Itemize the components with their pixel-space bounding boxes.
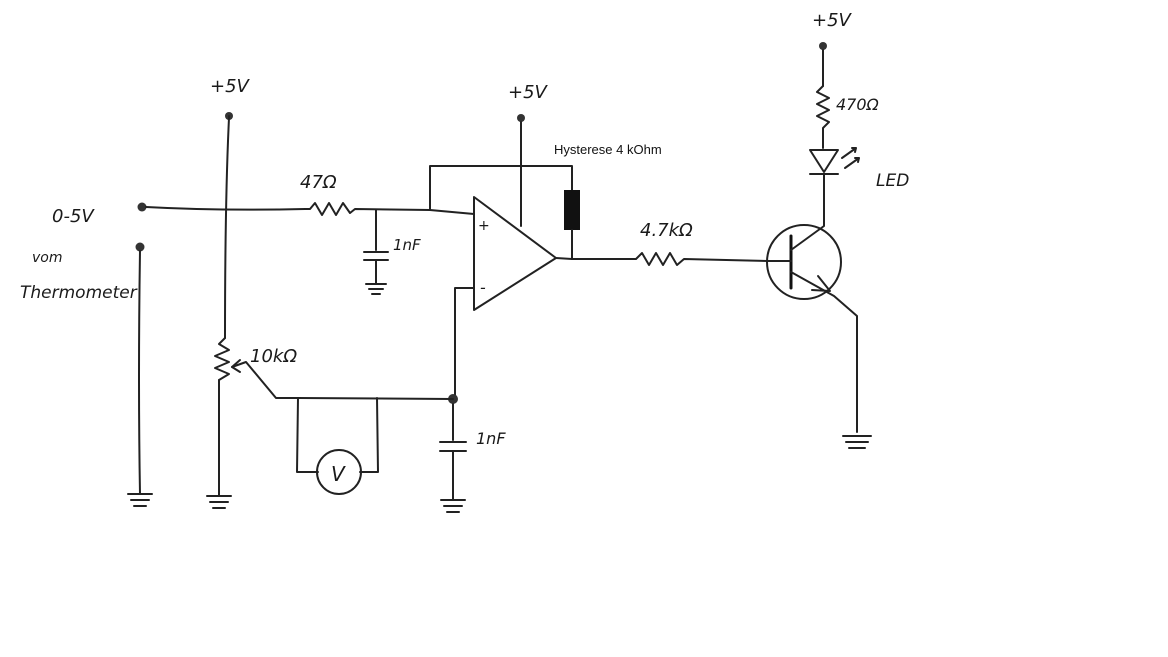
voltmeter bbox=[296, 397, 379, 495]
left-supply-rail bbox=[218, 112, 233, 491]
ground-symbol-pot bbox=[206, 489, 232, 509]
supply-label-led: +5V bbox=[812, 10, 853, 31]
supply-label-left: +5V bbox=[210, 76, 251, 97]
capacitor-input-label: 1nF bbox=[393, 236, 421, 254]
capacitor-input bbox=[363, 209, 389, 295]
opamp-plus-label: + bbox=[478, 218, 490, 234]
input-terminal-bottom bbox=[127, 242, 153, 507]
hysteresis-label: Hysterese 4 kOhm bbox=[554, 142, 662, 157]
resistor-base bbox=[571, 252, 769, 266]
input-source-label-1: vom bbox=[32, 250, 63, 266]
led-branch bbox=[816, 42, 830, 149]
potentiometer bbox=[214, 337, 299, 399]
hysteresis-feedback bbox=[429, 165, 580, 260]
led-label: LED bbox=[876, 171, 909, 191]
input-source-label-2: Thermometer bbox=[20, 283, 138, 303]
led-symbol bbox=[809, 147, 860, 195]
opamp-minus-label: - bbox=[480, 278, 486, 297]
reference-network bbox=[297, 287, 475, 513]
input-terminal-top bbox=[137, 202, 306, 212]
ground-symbol-emitter bbox=[842, 435, 872, 449]
opamp bbox=[429, 114, 573, 311]
resistor-led-label: 470Ω bbox=[836, 95, 880, 114]
supply-label-opamp: +5V bbox=[508, 82, 549, 103]
pot-label: 10kΩ bbox=[250, 346, 297, 367]
capacitor-ref-label: 1nF bbox=[476, 429, 506, 448]
transistor-npn bbox=[766, 193, 858, 433]
resistor-base-label: 4.7kΩ bbox=[640, 220, 693, 241]
voltmeter-label: V bbox=[331, 462, 346, 486]
resistor-input bbox=[304, 202, 431, 216]
input-voltage-label: 0-5V bbox=[52, 206, 95, 227]
resistor-input-label: 47Ω bbox=[300, 172, 337, 193]
